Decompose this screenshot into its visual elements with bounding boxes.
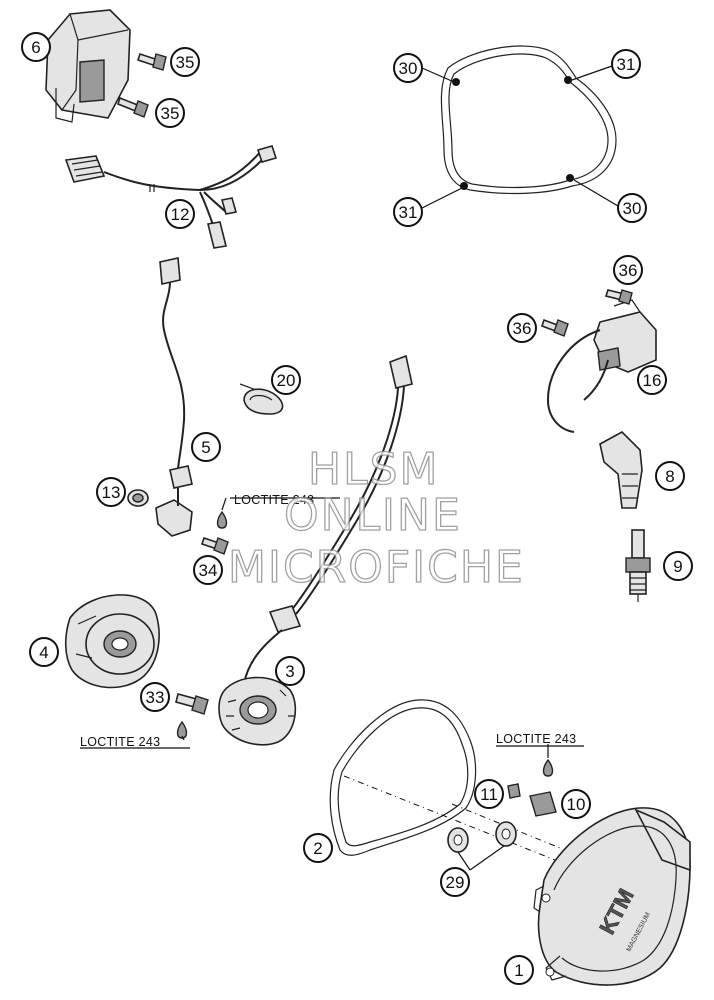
wiring-harness <box>64 145 278 249</box>
screw-11 <box>507 783 521 799</box>
svg-text:9: 9 <box>673 557 682 576</box>
svg-text:20: 20 <box>277 371 296 390</box>
callout-8: 8 <box>655 461 685 491</box>
loctite-drop-b <box>176 720 188 739</box>
bolt-33 <box>175 693 209 715</box>
callout-35-upper: 35 <box>170 47 200 77</box>
svg-text:30: 30 <box>623 199 642 218</box>
dowel-sleeve-right <box>495 821 517 847</box>
ignition-cover: KTM MAGNESIUM <box>533 807 691 986</box>
callout-12: 12 <box>165 199 195 229</box>
callout-13: 13 <box>96 477 126 507</box>
callout-3: 3 <box>275 656 305 686</box>
svg-text:5: 5 <box>201 438 210 457</box>
flywheel <box>64 594 160 689</box>
loctite-note-upper: LOCTITE 243 <box>234 493 314 507</box>
svg-text:12: 12 <box>171 205 190 224</box>
dowel-sleeve-left <box>447 827 469 853</box>
cable-tie <box>239 383 284 415</box>
callout-4: 4 <box>29 637 59 667</box>
bolt-35-lower <box>117 96 149 118</box>
washer-10 <box>529 791 557 817</box>
svg-text:6: 6 <box>31 38 40 57</box>
watermark-line-3: MICROFICHE <box>228 542 525 593</box>
svg-text:31: 31 <box>617 55 636 74</box>
callout-33: 33 <box>140 682 170 712</box>
bolt-36-lower <box>540 318 569 337</box>
callout-5: 5 <box>191 432 221 462</box>
ignition-coil <box>546 299 657 433</box>
callout-16: 16 <box>637 365 667 395</box>
ignition-cover-gasket-upper <box>440 45 617 195</box>
svg-text:13: 13 <box>102 483 121 502</box>
svg-text:29: 29 <box>446 873 465 892</box>
bolt-36-upper <box>604 289 633 305</box>
svg-text:2: 2 <box>313 839 322 858</box>
svg-text:31: 31 <box>399 203 418 222</box>
svg-text:35: 35 <box>161 104 180 123</box>
callout-6: 6 <box>21 32 51 62</box>
callout-2: 2 <box>303 833 333 863</box>
svg-text:16: 16 <box>643 371 662 390</box>
watermark-line-1: HLSM <box>308 444 440 495</box>
svg-text:3: 3 <box>285 662 294 681</box>
pickup-cable <box>155 257 193 537</box>
callout-36-upper: 36 <box>613 255 643 285</box>
stator <box>218 354 413 746</box>
callout-36-lower: 36 <box>507 313 537 343</box>
svg-text:36: 36 <box>513 319 532 338</box>
svg-text:35: 35 <box>176 53 195 72</box>
loctite-note-right: LOCTITE 243 <box>496 732 576 746</box>
callout-20: 20 <box>271 365 301 395</box>
grommet <box>127 489 149 507</box>
svg-text:4: 4 <box>39 643 48 662</box>
svg-text:30: 30 <box>399 59 418 78</box>
cdi-unit <box>45 9 131 123</box>
watermark-line-2: ONLINE <box>284 490 462 541</box>
spark-plug-cap <box>599 431 643 509</box>
svg-text:1: 1 <box>514 961 523 980</box>
svg-text:8: 8 <box>665 467 674 486</box>
callout-31-upper: 31 <box>611 49 641 79</box>
callout-35-lower: 35 <box>155 98 185 128</box>
loctite-note-left: LOCTITE 243 <box>80 735 160 749</box>
svg-text:36: 36 <box>619 261 638 280</box>
watermark: HLSM ONLINE MICROFICHE <box>227 443 525 593</box>
svg-text:11: 11 <box>480 785 498 804</box>
loctite-drop-c <box>542 758 554 777</box>
bolt-34 <box>200 536 229 555</box>
svg-text:33: 33 <box>146 688 165 707</box>
svg-text:34: 34 <box>199 561 218 580</box>
callout-34: 34 <box>193 555 223 585</box>
spark-plug <box>625 529 651 602</box>
callout-29: 29 <box>440 867 470 897</box>
loctite-drop-a <box>216 510 228 529</box>
callout-1: 1 <box>504 955 534 985</box>
ignition-cover-gasket-lower <box>329 699 477 856</box>
callout-30-lower: 30 <box>617 193 647 223</box>
callout-30-upper: 30 <box>393 53 423 83</box>
svg-text:10: 10 <box>567 795 586 814</box>
callout-9: 9 <box>663 551 693 581</box>
callout-10: 10 <box>561 789 591 819</box>
callout-11: 11 <box>474 779 504 809</box>
bolt-35-upper <box>136 52 167 71</box>
callout-31-lower: 31 <box>393 197 423 227</box>
leader-lines <box>80 65 619 871</box>
